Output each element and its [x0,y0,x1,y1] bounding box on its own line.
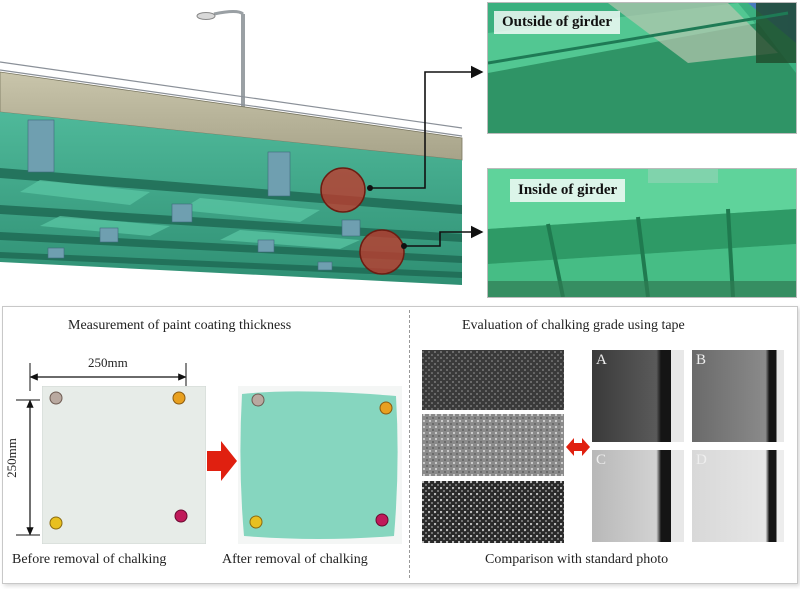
sample-magnets [49,391,188,530]
process-arrow [207,441,237,481]
paint-thickness-title: Measurement of paint coating thickness [68,318,292,333]
outside-girder-label: Outside of girder [494,11,620,34]
inside-girder-photo: Inside of girder [487,168,797,298]
inside-girder-label: Inside of girder [510,179,626,202]
railing [0,61,463,137]
tape-sample-2 [422,414,564,476]
dimension-lines [16,363,187,536]
panel-divider [409,310,410,578]
dimension-horizontal-label: 250mm [88,355,128,370]
outside-girder-photo: Outside of girder [487,2,797,134]
dimension-vertical-label: 250mm [3,438,19,478]
comparison-caption: Comparison with standard photo [485,552,669,567]
comparison-double-arrow [566,438,590,456]
inside-girder-image [488,169,796,297]
bridge-model [0,10,463,285]
grade-b-label: B [696,352,707,368]
stiffeners [27,119,361,271]
before-removal-caption: Before removal of chalking [12,552,167,567]
grade-c-label: C [596,452,607,468]
inside-highlight-circle [359,229,405,275]
cross-beams [20,180,360,249]
tape-sample-3 [422,481,564,543]
before-removal-sample [42,386,206,544]
grade-d-label: D [696,452,707,468]
standard-photo-d: D [692,450,784,542]
outside-highlight-circle [320,167,366,213]
chalking-grade-title: Evaluation of chalking grade using tape [462,318,685,333]
connector-arrows [367,65,484,249]
after-removal-sample [238,386,402,544]
sample-magnets [249,393,393,529]
grade-a-label: A [596,352,607,368]
standard-photo-a: A [592,350,684,442]
inside-connector [401,225,484,249]
tape-sample-1 [422,350,564,410]
lamp-post [196,10,245,108]
standard-photo-b: B [692,350,784,442]
after-removal-caption: After removal of chalking [222,552,368,567]
standard-photo-c: C [592,450,684,542]
outside-connector [367,65,484,191]
